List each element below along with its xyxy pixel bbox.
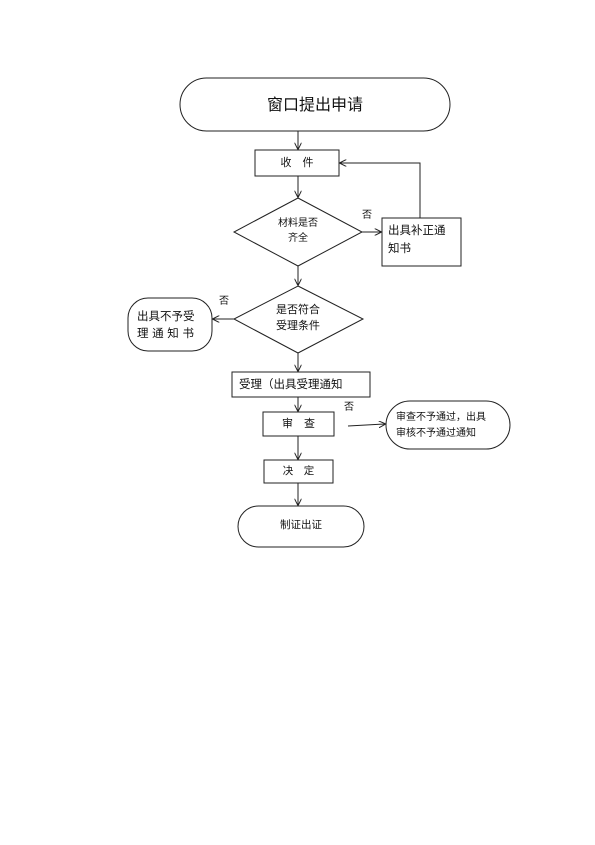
materials-decision-label: 材料是否 齐全 <box>278 218 318 244</box>
conditions-decision-label: 是否符合 受理条件 <box>276 303 320 332</box>
no-label-review: 否 <box>344 402 354 413</box>
accept-box <box>231 371 371 398</box>
reject-notice-label: 出具不予受 理 通 知 书 <box>137 309 195 341</box>
review-box <box>262 411 335 437</box>
start-terminator-shape <box>179 77 451 132</box>
receive-box <box>254 149 340 177</box>
certificate-label: 制证出证 <box>280 519 322 531</box>
no-label-conditions: 否 <box>219 296 229 307</box>
supplement-notice-box <box>381 217 462 267</box>
reject-notice-shape <box>127 297 213 352</box>
decide-label: 决 定 <box>282 465 315 477</box>
review-fail-shape <box>385 400 511 450</box>
supplement-notice-label: 出具补正通 知书 <box>388 223 446 255</box>
arrow-supplement-to-receive <box>340 163 421 218</box>
certificate-terminator-shape <box>237 505 365 548</box>
start-label: 窗口提出申请 <box>266 95 363 114</box>
no-label-materials: 否 <box>362 210 372 221</box>
accept-label: 受理（出具受理通知 <box>239 377 343 391</box>
review-fail-label: 审查不予通过，出具 审核不予通过通知 <box>396 412 486 439</box>
review-label: 审 查 <box>282 417 315 430</box>
receive-label: 收 件 <box>280 156 314 169</box>
arrow-review-to-fail <box>347 424 385 426</box>
